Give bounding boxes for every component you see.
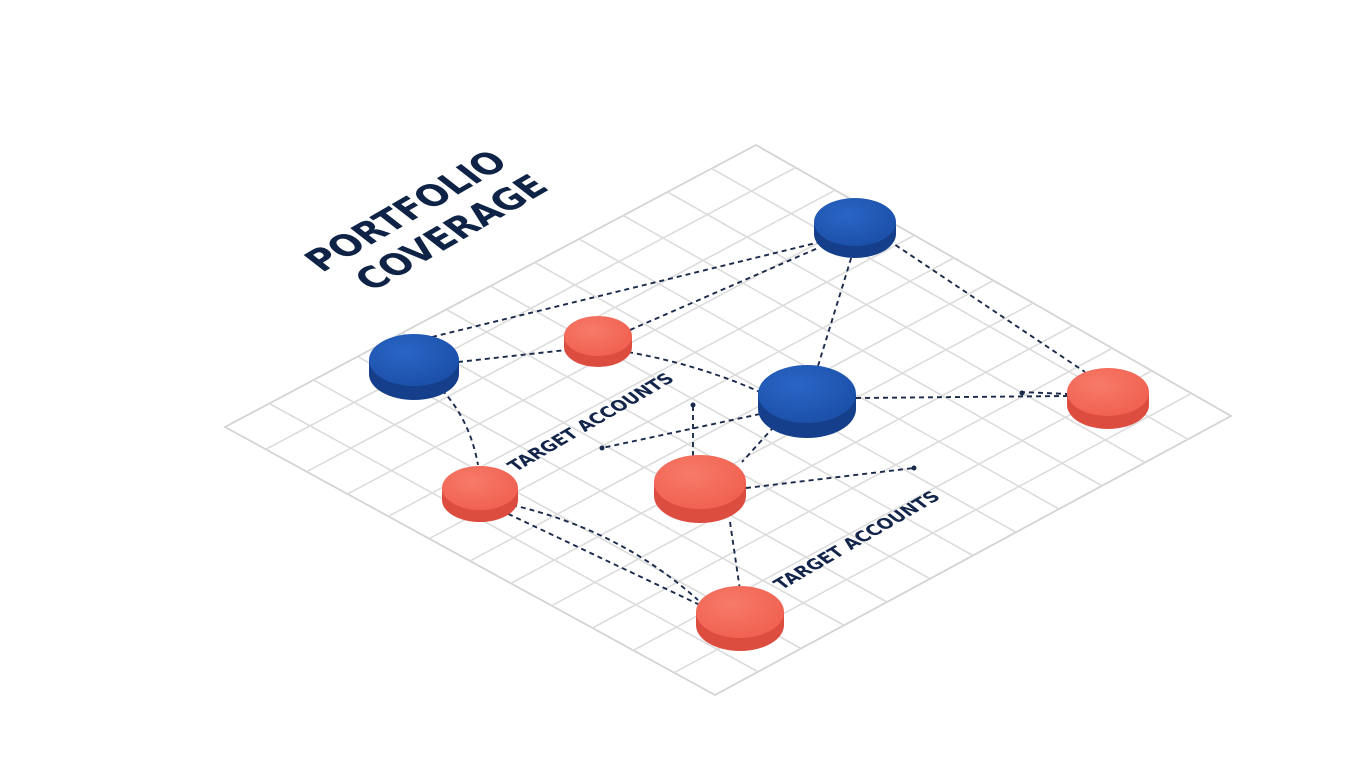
link-blue-top-right-to-coral-right [887,239,1086,373]
node-blue-center [758,365,856,438]
node-blue-left [369,334,459,400]
link-coral-left-to-coral-bottom-2 [499,509,701,606]
disk-top [654,455,746,509]
disk-top [814,198,896,246]
connection-lines [431,239,1086,606]
grid-line [268,402,759,673]
node-coral-upper [564,316,632,367]
arrow-head-icon [599,445,605,451]
node-coral-right [1067,368,1149,429]
arrow-head-icon [690,402,696,408]
arrow-head-icon [1019,390,1025,396]
disk-top [1067,368,1149,416]
disk-top [758,365,856,423]
disk-top [696,586,784,638]
link-coral-center-right [745,467,915,489]
disk-top [369,334,459,386]
link-blue-left-to-coral-upper [457,349,567,363]
arrow-head-icon [911,465,917,471]
node-coral-bottom [696,586,784,651]
link-arrow-to-coral-right [1019,391,1069,395]
link-coral-upper-to-blue-top-right [629,247,819,331]
link-blue-left-to-blue-top-right [431,241,821,338]
node-blue-top-right [814,198,896,258]
node-coral-center [654,455,746,523]
link-coral-center-to-coral-bottom [729,521,741,591]
node-coral-left [442,466,518,522]
link-blue-center-to-blue-top-right [817,251,854,367]
node-layer [369,198,1149,651]
link-blue-left-to-coral-left [441,389,479,466]
disk-top [442,466,518,510]
disk-top [564,316,632,356]
